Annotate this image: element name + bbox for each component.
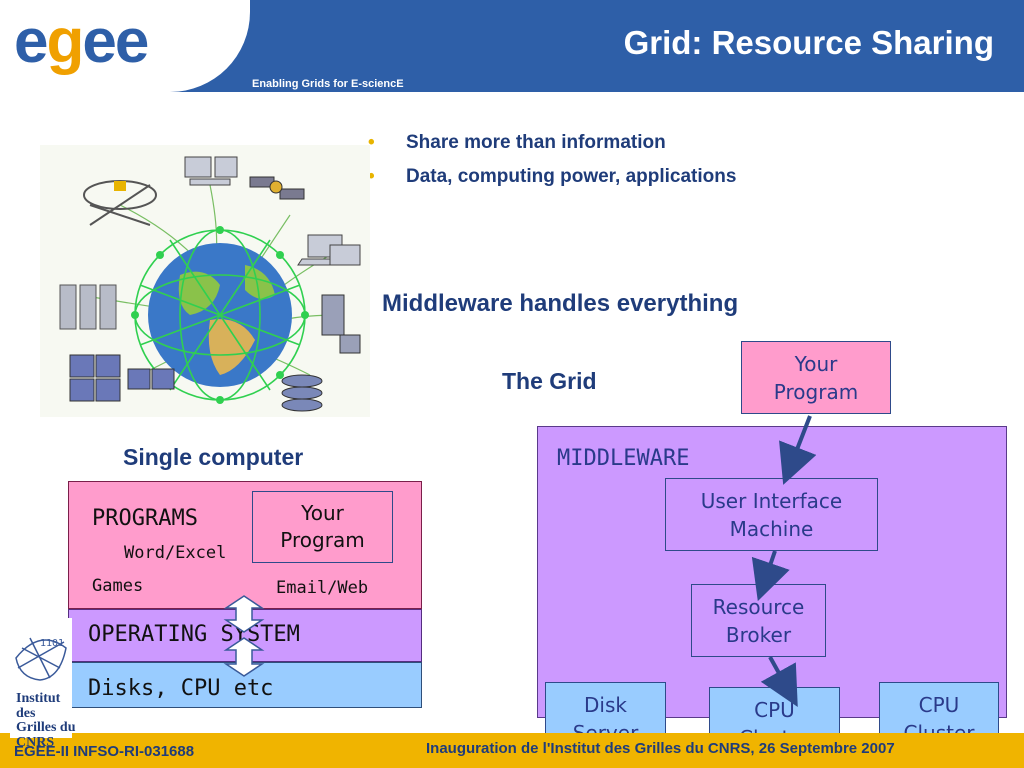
tagline: Enabling Grids for E-sciencE [252,78,404,90]
disk-stack-icon [281,374,323,412]
double-arrow-icon [223,595,265,677]
footer-event: Inauguration de l'Institut des Grilles d… [426,740,895,757]
satellite-icon [249,176,305,200]
grid-your-program-label: Your Program [773,351,859,404]
single-your-program-box: Your Program [252,491,393,563]
word-excel-label: Word/Excel [124,543,227,563]
bullet-item: Share more than information [368,132,736,154]
middleware-heading: Middleware handles everything [382,290,739,317]
resource-broker-label: Resource Broker [712,594,805,647]
laptop-icon [297,234,361,266]
os-label: OPERATING SYSTEM [88,622,300,647]
single-your-program-label: Your Program [280,501,365,552]
page-title: Grid: Resource Sharing [623,24,994,61]
bullet-item: Data, computing power, applications [368,166,736,188]
disks-cpu-label: Disks, CPU etc [88,676,274,701]
programs-label: PROGRAMS [92,506,198,531]
svg-text:1101: 1101 [40,638,64,649]
globe-network-icon [40,145,370,417]
user-interface-machine-box: User Interface Machine [665,478,878,551]
institute-logo: 1101 [10,618,72,738]
footer-project-id: EGEE-II INFSO-RI-031688 [14,743,195,760]
microscope-icon [321,294,361,354]
user-interface-label: User Interface Machine [700,488,843,541]
footer-band [0,733,1024,768]
cluster-icon [69,354,175,402]
grid-heading: The Grid [502,368,597,394]
server-icon [59,284,117,330]
server-icon [184,156,238,186]
middleware-label: MIDDLEWARE [557,446,690,471]
resource-broker-box: Resource Broker [691,584,826,657]
institute-logo-text: Institut des Grilles du CNRS [16,691,76,751]
grid-your-program-box: Your Program [741,341,891,414]
bullet-list: Share more than information Data, comput… [368,132,736,200]
email-web-label: Email/Web [276,578,369,598]
logo-background [0,0,250,92]
games-label: Games [92,576,144,596]
single-computer-heading: Single computer [123,444,304,470]
